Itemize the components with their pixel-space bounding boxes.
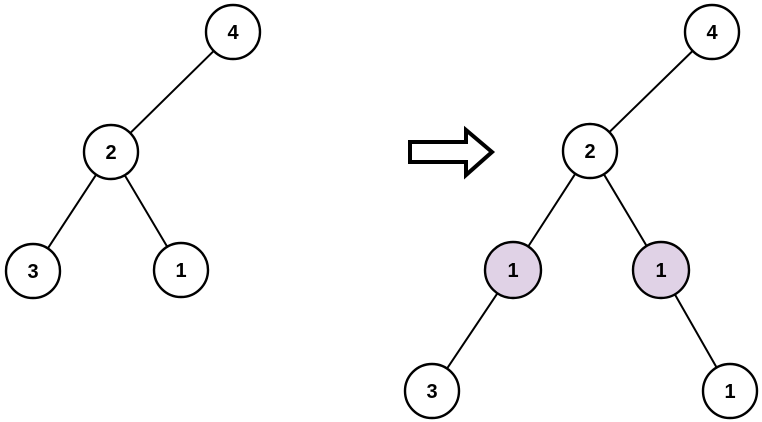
node-circle-a-4[interactable] [683, 3, 741, 61]
node-label-a-1R: 1 [655, 260, 666, 282]
node-label-b-3: 3 [27, 261, 38, 283]
tree-edge-b-2-b-1 [123, 174, 169, 248]
node-circle-b-1[interactable] [152, 241, 210, 299]
node-label-b-1: 1 [175, 260, 186, 282]
tree-edge-b-2-b-3 [46, 173, 98, 250]
tree-edge-a-1L-a-3 [446, 292, 499, 370]
tree-node-b-2[interactable]: 2 [82, 123, 140, 181]
tree-edge-a-2-a-1L [527, 172, 577, 248]
edges-layer [46, 49, 718, 370]
node-circle-b-2[interactable] [82, 123, 140, 181]
tree-node-a-1B[interactable]: 1 [701, 362, 759, 420]
tree-node-a-2[interactable]: 2 [561, 122, 619, 180]
node-circle-b-4[interactable] [204, 3, 262, 61]
node-label-a-4: 4 [706, 22, 718, 44]
tree-node-b-4[interactable]: 4 [204, 3, 262, 61]
node-label-a-1L: 1 [507, 260, 518, 282]
node-circle-a-1R[interactable] [631, 240, 691, 300]
tree-edge-a-1R-a-1B [673, 293, 718, 369]
node-label-b-4: 4 [227, 22, 239, 44]
tree-node-a-3[interactable]: 3 [403, 362, 461, 420]
node-circle-a-1L[interactable] [483, 240, 543, 300]
tree-node-a-4[interactable]: 4 [683, 3, 741, 61]
tree-node-b-1[interactable]: 1 [152, 241, 210, 299]
transformation-arrow-icon [408, 125, 496, 180]
node-label-a-3: 3 [426, 381, 437, 403]
node-label-a-1B: 1 [724, 381, 735, 403]
tree-node-b-3[interactable]: 3 [4, 242, 62, 300]
tree-node-a-1R[interactable]: 1 [631, 240, 691, 300]
arrow-layer [408, 125, 496, 180]
node-circle-b-3[interactable] [4, 242, 62, 300]
node-circle-a-1B[interactable] [701, 362, 759, 420]
node-label-b-2: 2 [105, 142, 116, 164]
nodes-layer: 4 2 3 1 4 2 1 1 3 1 [4, 3, 759, 420]
tree-edge-b-4-b-2 [129, 49, 215, 135]
tree-edge-a-2-a-1R [602, 173, 648, 247]
node-label-a-2: 2 [584, 141, 595, 163]
tree-edge-a-4-a-2 [608, 49, 694, 134]
node-circle-a-3[interactable] [403, 362, 461, 420]
node-circle-a-2[interactable] [561, 122, 619, 180]
tree-node-a-1L[interactable]: 1 [483, 240, 543, 300]
